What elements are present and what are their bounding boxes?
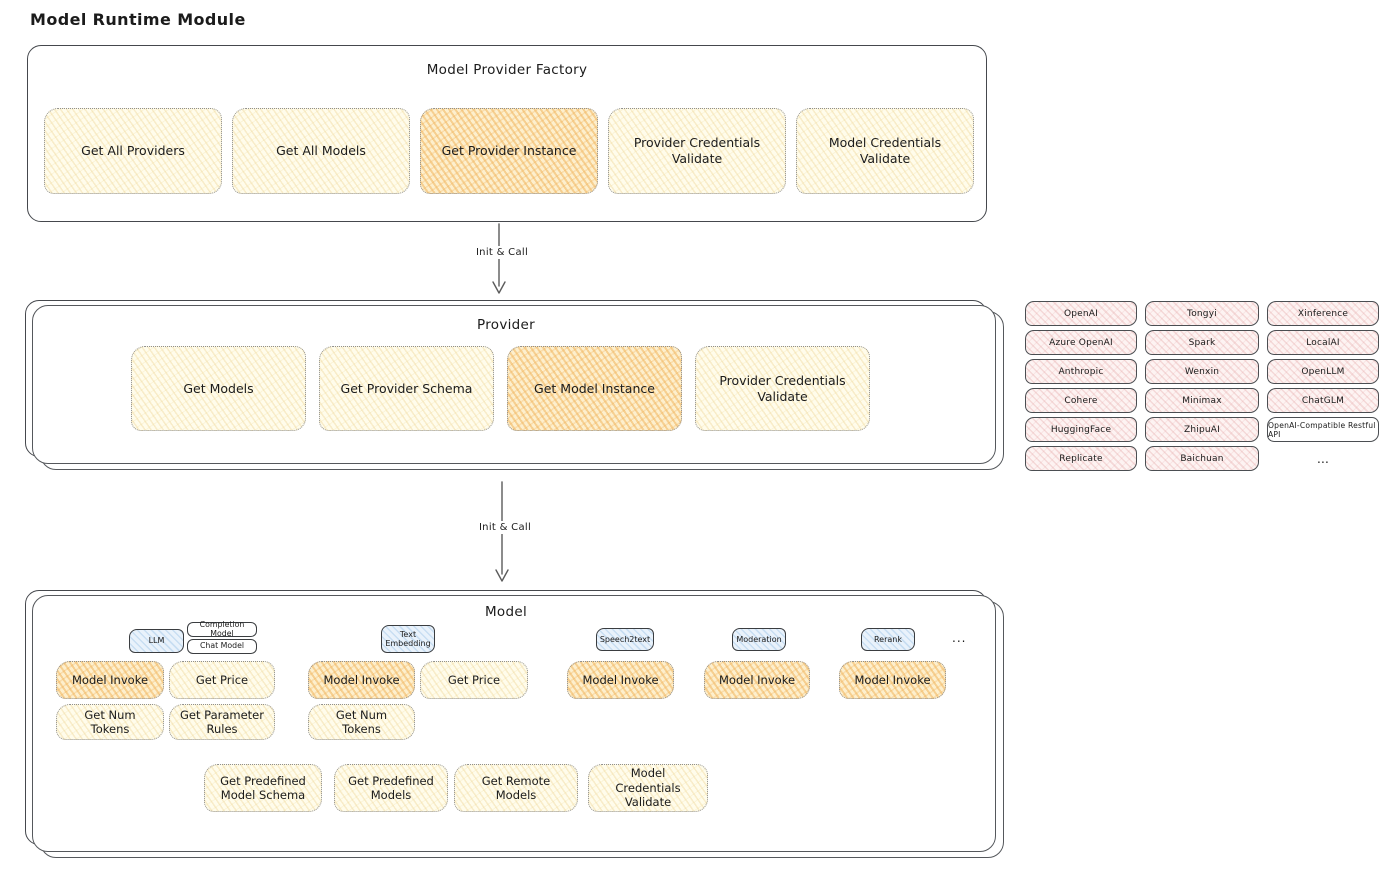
method-model-invoke-llm: Model Invoke [56, 661, 164, 699]
arrow-down-icon [492, 223, 506, 294]
tab-moderation: Moderation [732, 628, 786, 651]
method-model-credentials-validate-2: Model Credentials Validate [588, 764, 708, 812]
method-get-model-instance: Get Model Instance [507, 346, 682, 431]
provider-chip-huggingface: HuggingFace [1025, 417, 1137, 442]
tab-speech2text: Speech2text [596, 628, 654, 651]
provider-chip-baichuan: Baichuan [1145, 446, 1259, 471]
provider-chip-replicate: Replicate [1025, 446, 1137, 471]
provider-chip-azure-openai: Azure OpenAI [1025, 330, 1137, 355]
method-get-price-text-embedding: Get Price [420, 661, 528, 699]
arrow-label-init-call-1: Init & Call [462, 246, 542, 259]
method-model-invoke-speech2text: Model Invoke [567, 661, 674, 699]
provider-chip-openai: OpenAI [1025, 301, 1137, 326]
page-title: Model Runtime Module [30, 10, 246, 29]
tab-llm: LLM [129, 629, 184, 653]
factory-panel-title: Model Provider Factory [426, 62, 588, 78]
provider-chip-openllm: OpenLLM [1267, 359, 1379, 384]
provider-chip-cohere: Cohere [1025, 388, 1137, 413]
method-model-credentials-validate: Model Credentials Validate [796, 108, 974, 194]
method-model-invoke-text-embedding: Model Invoke [308, 661, 415, 699]
arrow-label-init-call-2: Init & Call [465, 521, 545, 534]
factory-panel: Model Provider Factory Get All Providers… [27, 45, 987, 222]
method-get-price-llm: Get Price [169, 661, 275, 699]
provider-chip-tongyi: Tongyi [1145, 301, 1259, 326]
method-model-invoke-moderation: Model Invoke [704, 661, 810, 699]
provider-chip-anthropic: Anthropic [1025, 359, 1137, 384]
provider-chip-openai-compatible-restful-api: OpenAI-Compatible Restful API [1267, 417, 1379, 442]
method-get-all-providers: Get All Providers [44, 108, 222, 194]
tab-text-embedding: Text Embedding [381, 625, 435, 653]
provider-chip-minimax: Minimax [1145, 388, 1259, 413]
provider-chip-chatglm: ChatGLM [1267, 388, 1379, 413]
provider-chip-spark: Spark [1145, 330, 1259, 355]
tab-rerank: Rerank [861, 628, 915, 651]
provider-chip-zhipuai: ZhipuAI [1145, 417, 1259, 442]
method-get-provider-instance: Get Provider Instance [420, 108, 598, 194]
tab-completion-model: Completion Model [187, 620, 257, 637]
provider-panel-title: Provider [477, 317, 535, 333]
providers-grid: OpenAI Tongyi Xinference Azure OpenAI Sp… [1025, 301, 1379, 471]
model-panel: Model LLM Completion Model Chat Model Te… [25, 590, 987, 845]
provider-chip-localai: LocalAI [1267, 330, 1379, 355]
method-get-provider-schema: Get Provider Schema [319, 346, 494, 431]
provider-panel: Provider Get Models Get Provider Schema … [25, 300, 987, 457]
method-provider-credentials-validate-2: Provider Credentials Validate [695, 346, 870, 431]
tabs-ellipsis: ... [952, 631, 967, 645]
method-provider-credentials-validate: Provider Credentials Validate [608, 108, 786, 194]
method-model-invoke-rerank: Model Invoke [839, 661, 946, 699]
method-get-remote-models: Get Remote Models [454, 764, 578, 812]
method-get-all-models: Get All Models [232, 108, 410, 194]
method-get-predefined-model-schema: Get Predefined Model Schema [204, 764, 322, 812]
method-get-parameter-rules-llm: Get Parameter Rules [169, 704, 275, 740]
provider-chip-wenxin: Wenxin [1145, 359, 1259, 384]
method-get-num-tokens-text-embedding: Get Num Tokens [308, 704, 415, 740]
providers-ellipsis: ... [1316, 451, 1330, 466]
method-get-num-tokens-llm: Get Num Tokens [56, 704, 164, 740]
method-get-predefined-models: Get Predefined Models [334, 764, 448, 812]
provider-chip-xinference: Xinference [1267, 301, 1379, 326]
model-panel-title: Model [484, 604, 528, 620]
tab-chat-model: Chat Model [187, 639, 257, 654]
method-get-models: Get Models [131, 346, 306, 431]
